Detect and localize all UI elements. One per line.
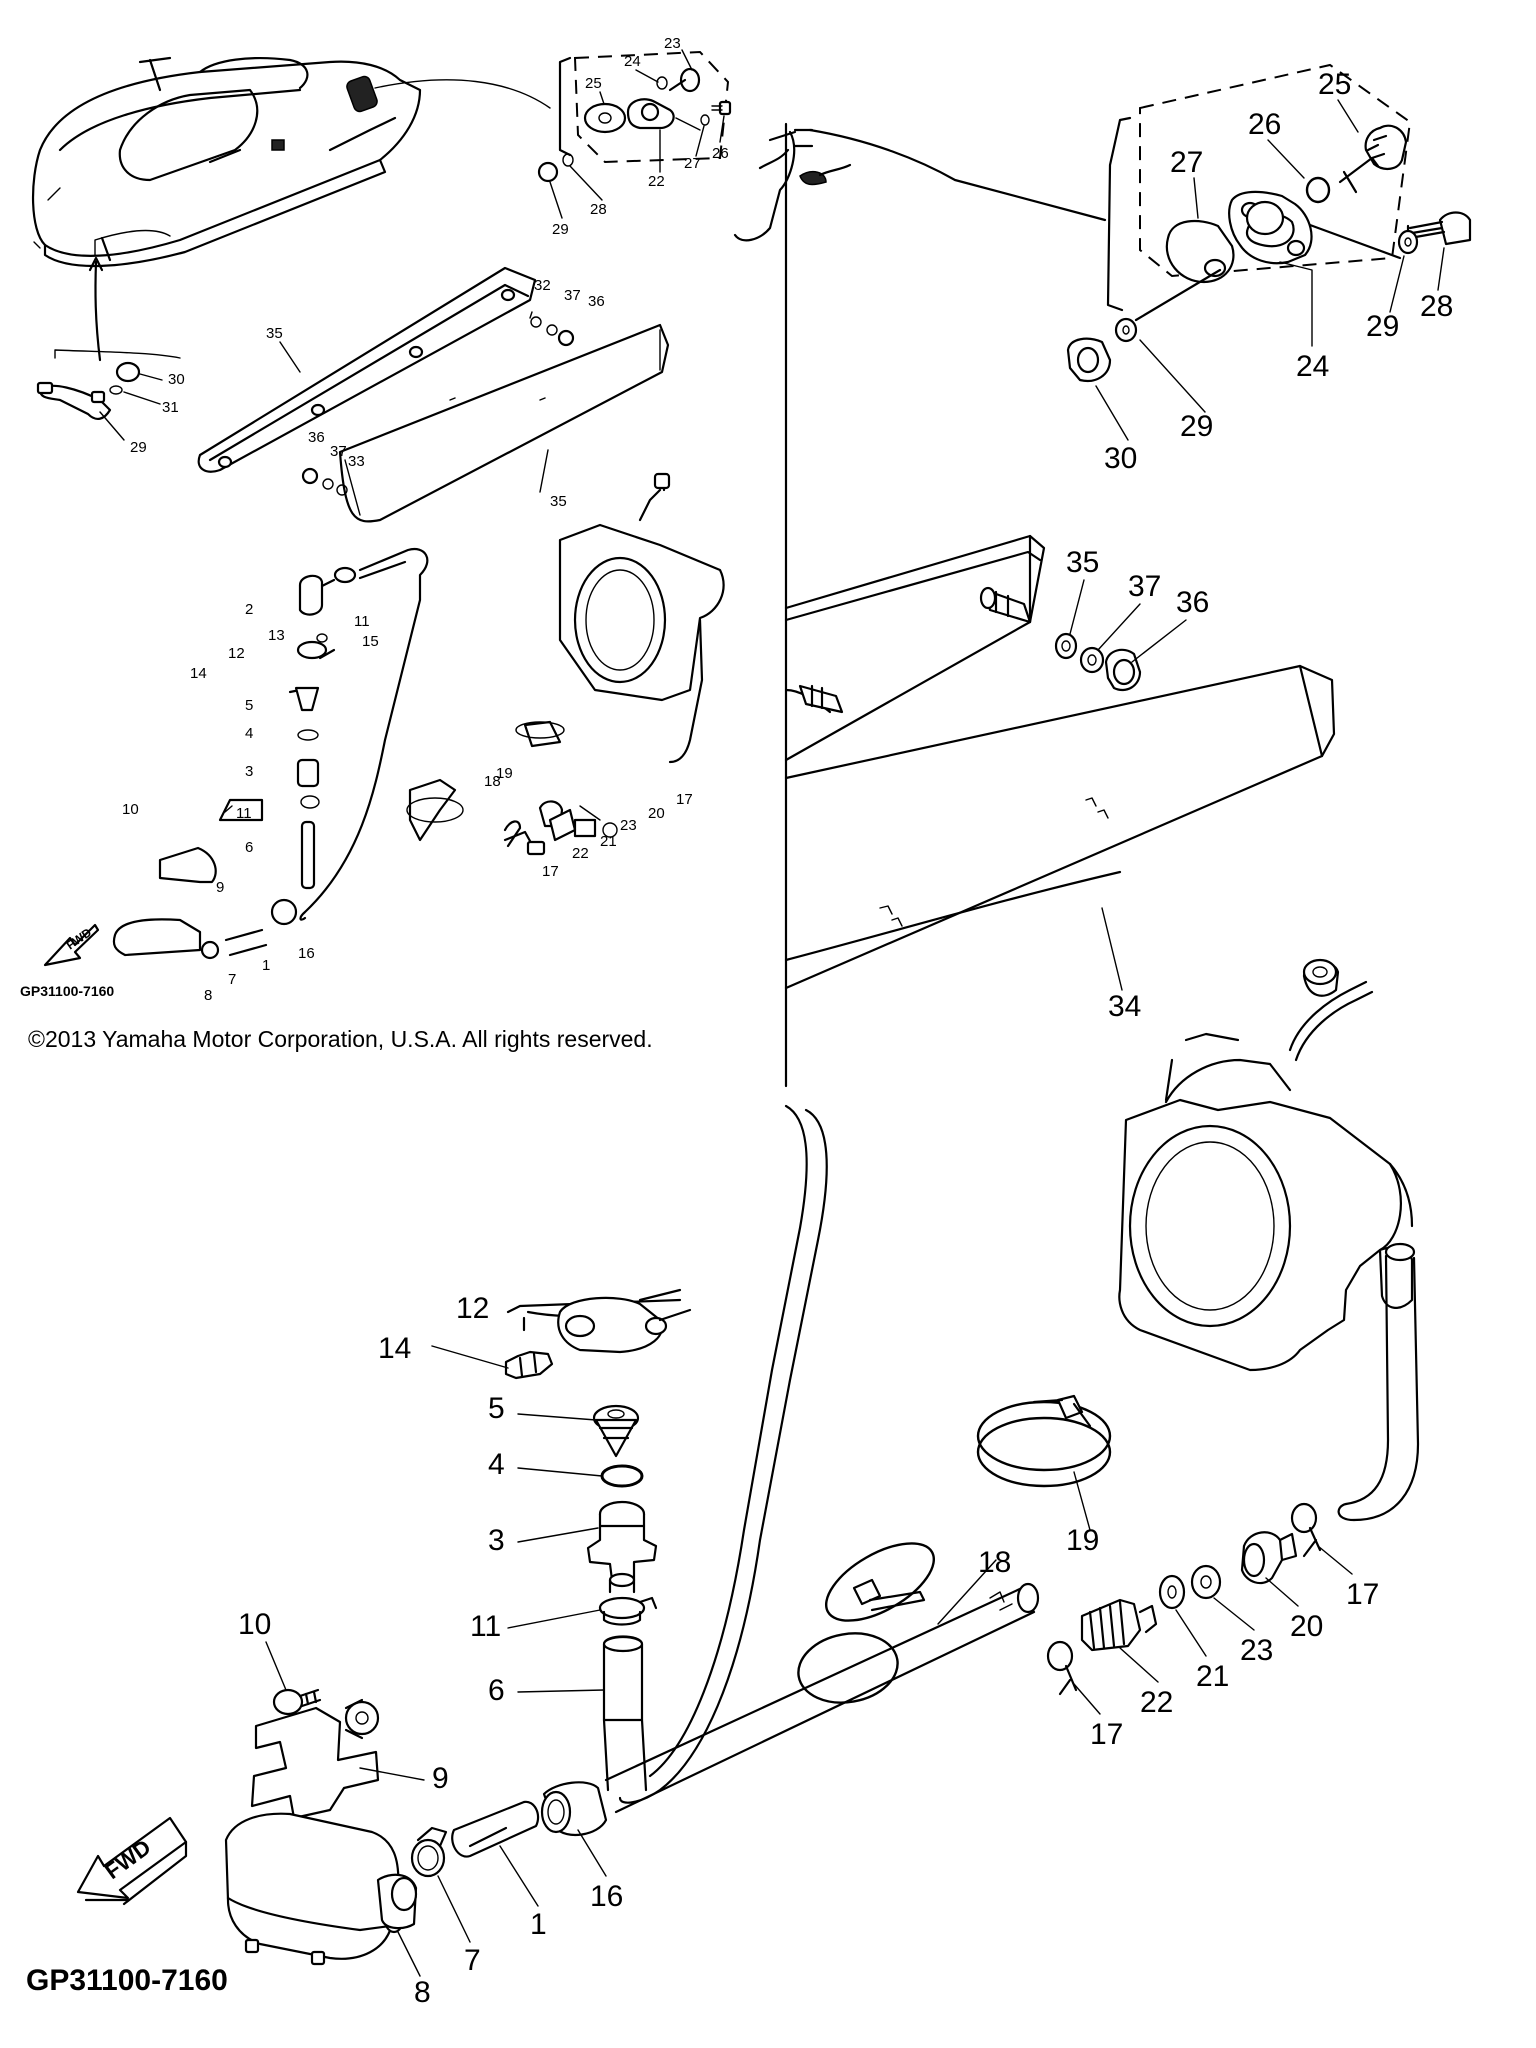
watercraft-hull-drawing: [31, 56, 422, 268]
callout-19: 19: [496, 765, 513, 782]
detail-callout-4: 4: [488, 1448, 505, 1481]
detail-callout-25: 25: [1318, 68, 1351, 101]
callout-32: 30: [168, 371, 185, 388]
detail-callout-12: 12: [456, 1292, 489, 1325]
callout-2: 2: [245, 601, 253, 618]
detail-callout-5: 5: [488, 1392, 505, 1425]
detail-callout-11: 11: [470, 1610, 501, 1643]
detail-callout-19: 19: [1066, 1524, 1099, 1557]
callout-20: 20: [648, 805, 665, 822]
fwd-label: FWD: [100, 1834, 155, 1884]
detail-callout-6: 6: [488, 1674, 505, 1707]
callout-34b: 35: [550, 493, 567, 510]
callout-24: 22: [648, 173, 665, 190]
callout-33: 31: [162, 399, 179, 416]
callout-1: 1: [262, 957, 270, 974]
detail-callout-22: 22: [1140, 1686, 1173, 1719]
callout-23: 23: [620, 817, 637, 834]
detail-callout-26: 26: [1248, 108, 1281, 141]
detail-callout-36: 36: [1176, 586, 1209, 619]
detail-callout-34: 34: [1108, 990, 1141, 1023]
callout-34a: 35: [266, 325, 283, 342]
detail-bilge-fitting: 25 26 27 28 29 29 24 30: [733, 63, 1472, 475]
callout-11b: 11: [236, 805, 252, 822]
fwd-arrow-small: FWD: [43, 923, 100, 967]
fwd-arrow: FWD: [76, 1816, 188, 1906]
callout-27: 25: [585, 75, 602, 92]
callout-36b: 36: [308, 429, 325, 446]
jet-nozzle-detail: [1118, 958, 1420, 1522]
callout-18: 18: [484, 773, 501, 790]
callout-26: 24: [624, 53, 641, 70]
callout-25: 23: [664, 35, 681, 52]
callout-37b: 37: [330, 443, 347, 460]
callout-36a: 36: [588, 293, 605, 310]
intake-grill-small: 30 31 29: [36, 229, 185, 456]
detail-callout-3: 3: [488, 1524, 505, 1557]
bilge-fitting-group-small: [537, 50, 732, 183]
callout-4: 4: [245, 725, 253, 742]
callout-12: 12: [228, 645, 245, 662]
detail-callout-35: 35: [1066, 546, 1099, 579]
detail-callout-28: 28: [1420, 290, 1453, 323]
detail-callout-29b: 29: [1180, 410, 1213, 443]
detail-callout-17b: 17: [1090, 1718, 1123, 1751]
sponson-tubes-small: 32 37 36 35 36 37 33 35: [197, 266, 670, 523]
detail-callout-24: 24: [1296, 350, 1329, 383]
jet-nozzle-small: [558, 472, 725, 764]
bilge-parts-small: 2 13 12 15 14 5 4 3 11 6 11 10 9 19 18 1…: [112, 547, 693, 1004]
callout-3: 3: [245, 763, 253, 780]
detail-callout-29a: 29: [1366, 310, 1399, 343]
callout-22: 22: [572, 845, 589, 862]
detail-bilge-system: 12: [26, 958, 1420, 2009]
detail-callout-7: 7: [464, 1944, 481, 1977]
callout-13: 13: [268, 627, 285, 644]
callout-14: 14: [190, 665, 207, 682]
callout-16: 16: [298, 945, 315, 962]
callout-28: 26: [712, 145, 729, 162]
detail-callout-23: 23: [1240, 1634, 1273, 1667]
detail-sponson-tube: 35 37 36 34: [784, 534, 1336, 1023]
detail-callout-21: 21: [1196, 1660, 1229, 1693]
detail-callout-9: 9: [432, 1762, 449, 1795]
detail-callout-20: 20: [1290, 1610, 1323, 1643]
detail-callout-30: 30: [1104, 442, 1137, 475]
diagram-code: GP31100-7160: [26, 1964, 228, 1997]
callout-7: 7: [228, 971, 236, 988]
callout-17b: 17: [542, 863, 559, 880]
callout-30: 29: [552, 221, 569, 238]
small-callouts-top: 23 24 25 26 27 22 28 29: [549, 35, 729, 238]
callout-9: 9: [216, 879, 224, 896]
callout-17a: 17: [676, 791, 693, 808]
detail-callout-16: 16: [590, 1880, 623, 1913]
overview-diagram: 23 24 25 26 27 22 28 29 30 31 29: [20, 35, 732, 1004]
detail-callout-37: 37: [1128, 570, 1161, 603]
detail-callout-1: 1: [530, 1908, 547, 1941]
copyright-notice: ©2013 Yamaha Motor Corporation, U.S.A. A…: [28, 1026, 653, 1052]
callout-8: 8: [204, 987, 212, 1004]
callout-35a: 32: [534, 277, 551, 294]
callout-29b: 28: [590, 201, 607, 218]
callout-10: 10: [122, 801, 139, 818]
callout-15: 15: [362, 633, 379, 650]
detail-callout-8: 8: [414, 1976, 431, 2009]
detail-callout-27: 27: [1170, 146, 1203, 179]
callout-37a: 37: [564, 287, 581, 304]
callout-29a: 27: [684, 155, 701, 172]
diagram-code-small: GP31100-7160: [20, 983, 114, 999]
callout-21: 21: [600, 833, 617, 850]
detail-callout-10: 10: [238, 1608, 271, 1641]
detail-callout-14: 14: [378, 1332, 411, 1365]
callout-5: 5: [245, 697, 253, 714]
callout-6: 6: [245, 839, 253, 856]
callout-11a: 11: [354, 613, 370, 630]
detail-callout-17a: 17: [1346, 1578, 1379, 1611]
callout-35b: 33: [348, 453, 365, 470]
callout-31: 29: [130, 439, 147, 456]
